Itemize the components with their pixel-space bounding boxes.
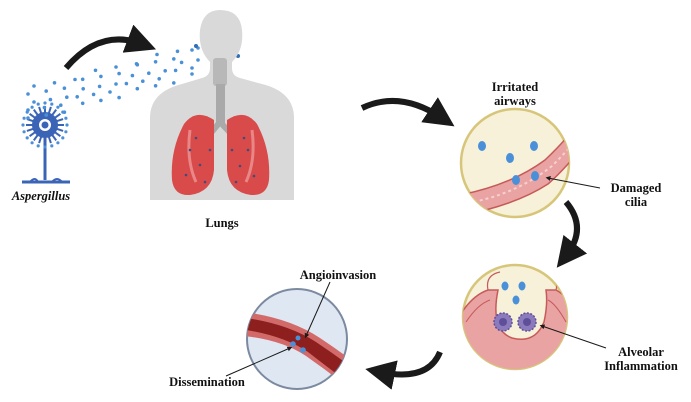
lungs-label: Lungs	[205, 216, 239, 230]
spore-dot	[108, 90, 112, 94]
spore-dot	[190, 66, 194, 70]
spore-dot	[99, 98, 103, 103]
angioinvasion-pointer	[304, 281, 331, 339]
spore-dot	[134, 62, 139, 66]
spore-dot	[80, 101, 85, 106]
dissemination-label: Dissemination	[169, 375, 245, 389]
cilia-pointer	[545, 176, 601, 189]
arrow-to-dissemination	[365, 350, 443, 390]
alveolar-pointer	[539, 324, 607, 349]
spore-dot	[175, 49, 180, 54]
airways-label-line1: Irritated	[491, 80, 539, 94]
airways-label: Irritated airways	[470, 80, 560, 108]
spore-dot	[42, 105, 47, 110]
spore-dot	[114, 65, 118, 69]
macrophage-icon	[493, 312, 513, 332]
cilia-label: Damaged cilia	[598, 181, 674, 209]
spore-dot	[73, 77, 77, 82]
alveolar-label: Alveolar Inflammation	[594, 345, 688, 373]
arrow-to-alveoli	[556, 200, 588, 268]
dissemination-pointer	[225, 346, 293, 377]
spore-dot	[26, 92, 30, 96]
spore-dot	[32, 100, 36, 104]
spore-dot	[172, 81, 176, 85]
spore-dot	[135, 86, 140, 91]
spore-dot	[155, 52, 159, 57]
airways-inset	[459, 107, 571, 219]
angioinvasion-label: Angioinvasion	[299, 268, 377, 282]
spore-dot	[179, 60, 184, 65]
spore-dot	[62, 86, 67, 90]
spore-dot	[194, 44, 198, 48]
human-torso	[150, 10, 294, 200]
cilia-label-line1: Damaged	[610, 181, 662, 195]
aspergillus-label: Aspergillus	[11, 189, 71, 203]
spore-dot	[157, 77, 161, 81]
spore-dot	[65, 95, 69, 99]
spore-dot	[130, 73, 135, 78]
spore-dot	[32, 84, 36, 88]
arrow-to-airways	[360, 97, 455, 127]
cilia-label-line2: cilia	[624, 195, 648, 209]
alveolar-label-line1: Alveolar	[618, 345, 664, 359]
spore-dot	[147, 71, 151, 75]
spore-dot	[124, 81, 129, 86]
alveolar-label-line2: Inflammation	[604, 359, 678, 373]
spore-dot	[80, 77, 85, 82]
alveolar-inset	[461, 263, 569, 371]
spore-dot	[81, 87, 85, 91]
spore-dot	[163, 69, 167, 73]
spore-dot	[173, 68, 178, 73]
spore-dot	[59, 103, 63, 107]
spore-dot	[190, 72, 194, 76]
spore-dot	[99, 74, 103, 79]
right-lung-icon	[227, 114, 270, 196]
vessel-inset	[246, 288, 348, 390]
spore-dot	[117, 71, 121, 76]
spore-dot	[153, 84, 158, 88]
spore-dot	[190, 48, 194, 52]
spore-dot	[97, 84, 102, 89]
arrow-inhale	[63, 24, 157, 70]
spore-dot	[114, 82, 118, 86]
spore-dot	[62, 110, 67, 114]
spore-dot	[44, 89, 48, 93]
spore-dot	[93, 68, 98, 73]
spore-dot	[52, 81, 57, 85]
spore-dot	[117, 95, 121, 100]
spore-dot	[172, 57, 176, 61]
spore-dot	[26, 116, 30, 120]
macrophage-icon	[517, 312, 537, 332]
spore-dot	[48, 97, 53, 102]
spore-cloud	[26, 40, 240, 120]
spore-dot	[196, 58, 200, 62]
spore-dot	[44, 113, 48, 117]
spore-dot	[153, 60, 158, 64]
spore-dot	[75, 95, 79, 99]
airways-label-line2: airways	[494, 94, 536, 108]
spore-dot	[91, 92, 96, 97]
left-lung-icon	[171, 114, 214, 196]
spore-dot	[141, 79, 145, 83]
spore-dot	[26, 108, 30, 112]
